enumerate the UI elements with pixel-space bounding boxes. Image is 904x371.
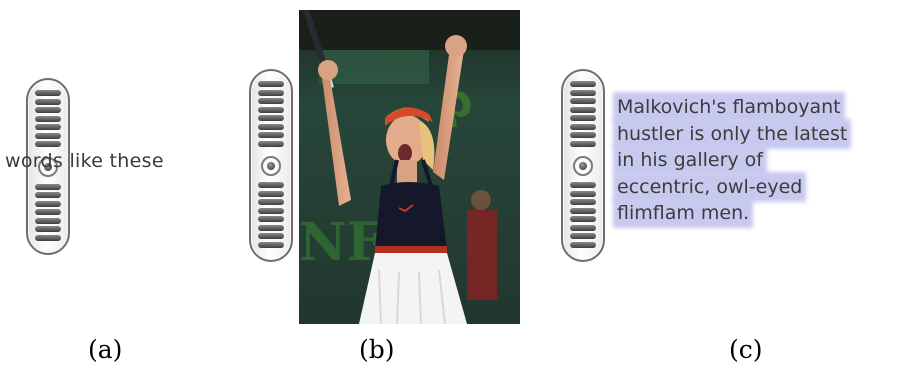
text-line: Malkovich's flamboyant (617, 96, 841, 118)
lower-bars (35, 183, 61, 244)
selected-text-block[interactable]: Malkovich's flamboyant hustler is only t… (617, 94, 848, 227)
upper-bars (570, 81, 596, 149)
bar (570, 123, 596, 130)
bar (35, 141, 61, 147)
bar (570, 182, 596, 188)
bar (570, 241, 596, 248)
bar (35, 90, 61, 96)
bar (570, 132, 596, 138)
bar (570, 106, 596, 113)
upper-bars (35, 90, 61, 150)
text-line: in his gallery of (617, 149, 763, 171)
bar (35, 98, 61, 105)
lower-bars (258, 182, 284, 250)
bar (35, 226, 61, 232)
bar (258, 182, 284, 188)
center-dot-icon[interactable] (38, 156, 58, 177)
bar (258, 199, 284, 205)
text-line: eccentric, owl-eyed (617, 175, 803, 198)
bar (570, 207, 596, 214)
center-dot-icon[interactable] (261, 155, 281, 176)
text-line: flimflam men. (617, 202, 750, 224)
bar (258, 233, 284, 239)
caption-b: (b) (359, 335, 395, 364)
bar (258, 241, 284, 248)
bar (258, 123, 284, 130)
bar (570, 81, 596, 87)
bar (258, 224, 284, 231)
bar (570, 115, 596, 121)
bar (570, 233, 596, 239)
bar (258, 132, 284, 138)
bar (35, 200, 61, 207)
bar (258, 216, 284, 222)
scroll-widget-b[interactable] (249, 69, 293, 262)
bar (258, 89, 284, 96)
bar (35, 209, 61, 215)
bar (35, 234, 61, 241)
bar (35, 183, 61, 190)
center-dot-icon[interactable] (573, 155, 593, 176)
tennis-player-photo: p NFO (299, 10, 520, 324)
bar (35, 132, 61, 139)
lower-bars (570, 182, 596, 250)
bar (35, 107, 61, 113)
caption-c: (c) (729, 335, 763, 364)
bar (258, 98, 284, 104)
upper-bars (258, 81, 284, 149)
bar (570, 224, 596, 231)
text-line: hustler is only the latest (617, 122, 848, 145)
scroll-widget-c[interactable] (561, 69, 605, 262)
bar (35, 192, 61, 198)
caption-a: (a) (88, 335, 123, 364)
bar (570, 199, 596, 205)
bar (570, 89, 596, 96)
bar (258, 140, 284, 147)
bar (570, 190, 596, 197)
overlay-words: words like these (5, 150, 164, 172)
bar (35, 115, 61, 122)
bar (258, 106, 284, 113)
bar (258, 81, 284, 87)
bar (570, 140, 596, 147)
bar (570, 216, 596, 222)
bar (258, 190, 284, 197)
bar (35, 124, 61, 130)
bar (35, 217, 61, 224)
bar (258, 207, 284, 214)
bar (570, 98, 596, 104)
scroll-widget-a[interactable] (26, 78, 70, 255)
bar (258, 115, 284, 121)
